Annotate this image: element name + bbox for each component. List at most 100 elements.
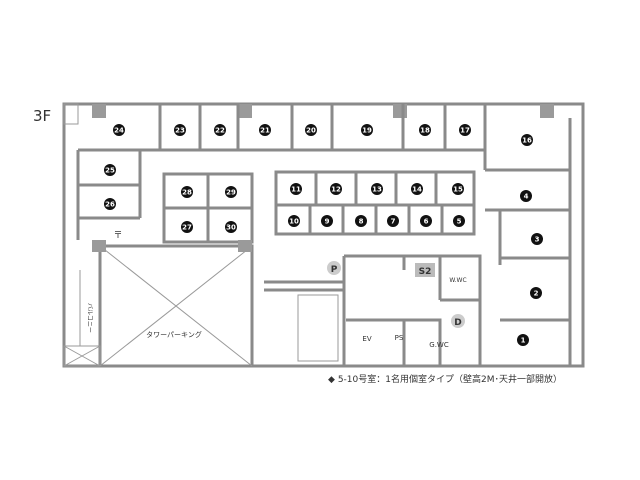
parking-marker-bg xyxy=(327,261,341,275)
room-marker-16: 16 xyxy=(521,134,533,146)
room-number: 5 xyxy=(457,218,462,226)
room-number: 9 xyxy=(325,218,330,226)
room-marker-circle xyxy=(305,124,317,136)
room-marker-circle xyxy=(181,221,193,233)
room-marker-22: 22 xyxy=(214,124,226,136)
room-marker-circle xyxy=(453,215,465,227)
room-marker-circle xyxy=(531,233,543,245)
room-marker-circle xyxy=(355,215,367,227)
room-marker-26: 26 xyxy=(104,198,116,210)
room-marker-5: 5 xyxy=(453,215,465,227)
room-marker-circle xyxy=(517,334,529,346)
balcony-label: バルコニー xyxy=(86,303,93,333)
room-marker-11: 11 xyxy=(290,183,302,195)
room-number: 23 xyxy=(175,127,185,135)
room-number: 22 xyxy=(215,127,225,135)
room-number: 1 xyxy=(521,337,526,345)
general-wc-label: G.WC xyxy=(429,341,449,349)
room-marker-1: 1 xyxy=(517,334,529,346)
disposal-marker: D xyxy=(454,318,461,328)
room-marker-8: 8 xyxy=(355,215,367,227)
room-marker-circle xyxy=(520,190,532,202)
room-marker-30: 30 xyxy=(225,221,237,233)
room-marker-6: 6 xyxy=(420,215,432,227)
room-marker-circle xyxy=(459,124,471,136)
room-number: 14 xyxy=(412,186,422,194)
room-number: 11 xyxy=(291,186,301,194)
room-number: 3 xyxy=(535,236,540,244)
room-marker-circle xyxy=(330,183,342,195)
room-marker-9: 9 xyxy=(321,215,333,227)
room-number: 6 xyxy=(424,218,429,226)
room-marker-circle xyxy=(371,183,383,195)
room-marker-15: 15 xyxy=(452,183,464,195)
room-number: 4 xyxy=(524,193,529,201)
room-marker-27: 27 xyxy=(181,221,193,233)
elevator-label: EV xyxy=(362,335,371,343)
room-number: 13 xyxy=(372,186,382,194)
parking-marker: P xyxy=(331,265,338,275)
room-marker-12: 12 xyxy=(330,183,342,195)
room-marker-circle xyxy=(288,215,300,227)
room-marker-circle xyxy=(521,134,533,146)
room-marker-circle xyxy=(411,183,423,195)
room-number: 20 xyxy=(306,127,316,135)
room-marker-25: 25 xyxy=(104,164,116,176)
room-number: 19 xyxy=(362,127,372,135)
room-marker-23: 23 xyxy=(174,124,186,136)
room-type-note: ◆ 5-10号室：1名用個室タイプ（壁高2M･天井一部開放） xyxy=(328,373,562,385)
room-marker-circle xyxy=(361,124,373,136)
room-number: 24 xyxy=(114,127,124,135)
room-marker-14: 14 xyxy=(411,183,423,195)
room-marker-circle xyxy=(452,183,464,195)
room-marker-circle xyxy=(225,186,237,198)
post-icon: 〒 xyxy=(113,231,122,241)
stair-marker: S2 xyxy=(419,267,432,277)
room-marker-20: 20 xyxy=(305,124,317,136)
room-number: 8 xyxy=(359,218,364,226)
room-marker-10: 10 xyxy=(288,215,300,227)
room-marker-circle xyxy=(321,215,333,227)
room-marker-13: 13 xyxy=(371,183,383,195)
room-marker-circle xyxy=(530,287,542,299)
room-marker-circle xyxy=(113,124,125,136)
room-marker-circle xyxy=(225,221,237,233)
women-wc-label: W.WC xyxy=(449,277,466,284)
room-number: 12 xyxy=(331,186,341,194)
floor-label: 3F xyxy=(33,107,51,125)
tower-parking-label: タワーパーキング xyxy=(146,330,202,339)
room-marker-19: 19 xyxy=(361,124,373,136)
room-marker-circle xyxy=(104,164,116,176)
room-number: 25 xyxy=(105,167,115,175)
room-marker-circle xyxy=(259,124,271,136)
disposal-marker-bg xyxy=(451,314,465,328)
room-marker-circle xyxy=(174,124,186,136)
room-marker-28: 28 xyxy=(181,186,193,198)
room-marker-circle xyxy=(387,215,399,227)
room-marker-17: 17 xyxy=(459,124,471,136)
room-marker-21: 21 xyxy=(259,124,271,136)
room-number: 17 xyxy=(460,127,470,135)
room-number: 30 xyxy=(226,224,236,232)
room-marker-circle xyxy=(419,124,431,136)
room-marker-4: 4 xyxy=(520,190,532,202)
room-marker-24: 24 xyxy=(113,124,125,136)
room-marker-circle xyxy=(420,215,432,227)
room-number: 26 xyxy=(105,201,115,209)
pipe-space-label: PS xyxy=(395,334,404,342)
room-marker-29: 29 xyxy=(225,186,237,198)
room-number: 7 xyxy=(391,218,396,226)
room-number: 10 xyxy=(289,218,299,226)
building-walls xyxy=(62,102,585,368)
room-number: 15 xyxy=(453,186,463,194)
room-number: 21 xyxy=(260,127,270,135)
room-number: 27 xyxy=(182,224,192,232)
stair-marker-bg xyxy=(415,263,435,277)
room-marker-2: 2 xyxy=(530,287,542,299)
room-marker-circle xyxy=(181,186,193,198)
room-number: 28 xyxy=(182,189,192,197)
room-marker-3: 3 xyxy=(531,233,543,245)
room-marker-18: 18 xyxy=(419,124,431,136)
